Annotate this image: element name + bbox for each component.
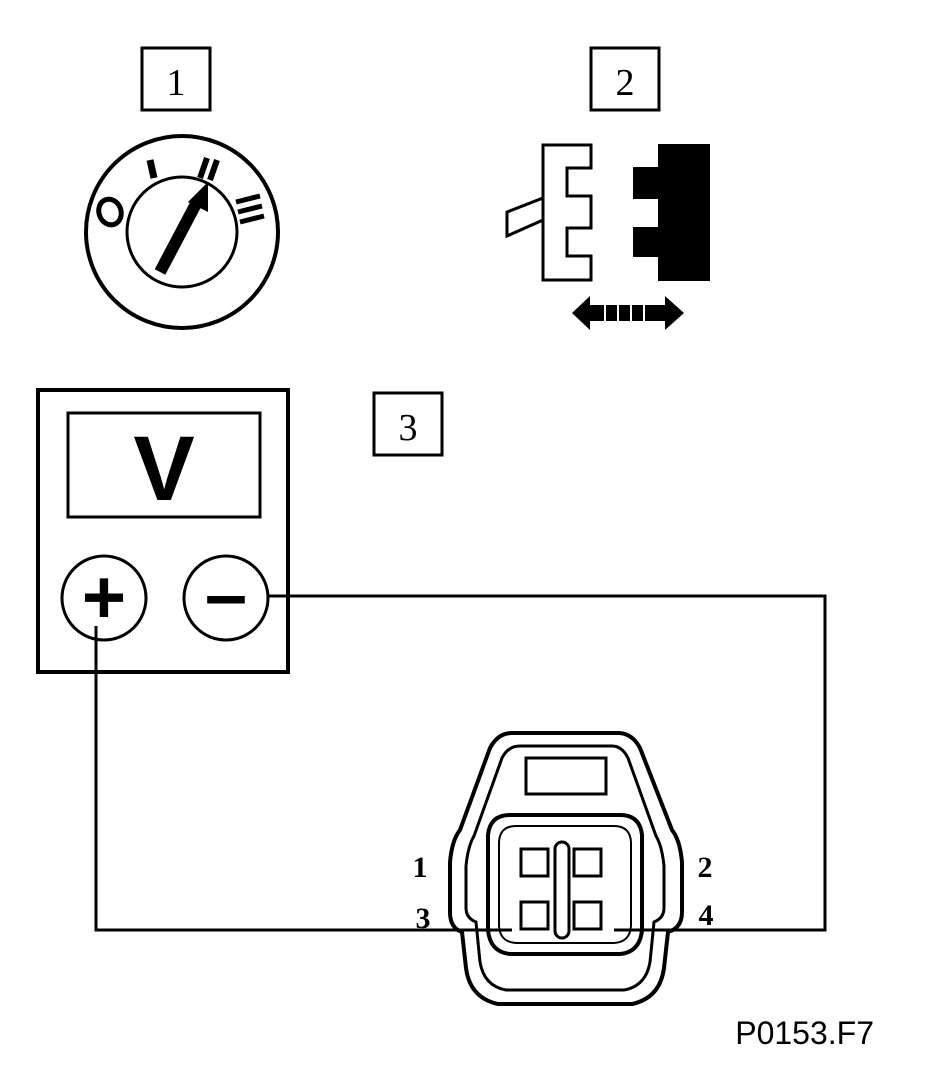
ignition-key-switch-icon: [84, 134, 280, 330]
step-3-box: 3: [372, 391, 444, 457]
step-2-label: 2: [616, 62, 635, 104]
test-lead-wires: [94, 594, 827, 932]
positive-lead: [94, 626, 512, 932]
figure-code: P0153.F7: [735, 1015, 874, 1051]
negative-terminal: –: [182, 552, 270, 642]
four-pin-connector-icon: [448, 731, 684, 1006]
negative-lead: [268, 594, 827, 932]
step-2-box: 2: [589, 46, 661, 112]
positive-terminal-label: +: [82, 555, 126, 640]
positive-terminal: +: [60, 554, 148, 642]
ignition-position-0: [96, 196, 124, 228]
connector-disconnect-icon: [505, 143, 710, 330]
pin-label-2: 2: [698, 851, 713, 884]
ignition-position-II: [197, 157, 220, 181]
pin-label-3: 3: [416, 902, 431, 935]
pin-2-cavity: [572, 847, 603, 878]
pin-label-1: 1: [413, 851, 428, 884]
step-1-box: 1: [140, 46, 212, 112]
connector-key: [553, 840, 571, 940]
negative-terminal-label: –: [205, 552, 247, 637]
step-3-label: 3: [399, 407, 418, 449]
step-1-label: 1: [167, 62, 186, 104]
pin-1-cavity: [519, 847, 550, 878]
pin-3-cavity: [519, 900, 550, 931]
ignition-position-I: [146, 159, 158, 179]
pin-4-cavity: [572, 900, 603, 931]
double-arrow-icon: [572, 296, 684, 330]
voltmeter: V + –: [36, 388, 290, 674]
ignition-position-III: [235, 193, 265, 225]
voltmeter-display: V: [133, 418, 194, 520]
pin-label-4: 4: [699, 899, 714, 932]
